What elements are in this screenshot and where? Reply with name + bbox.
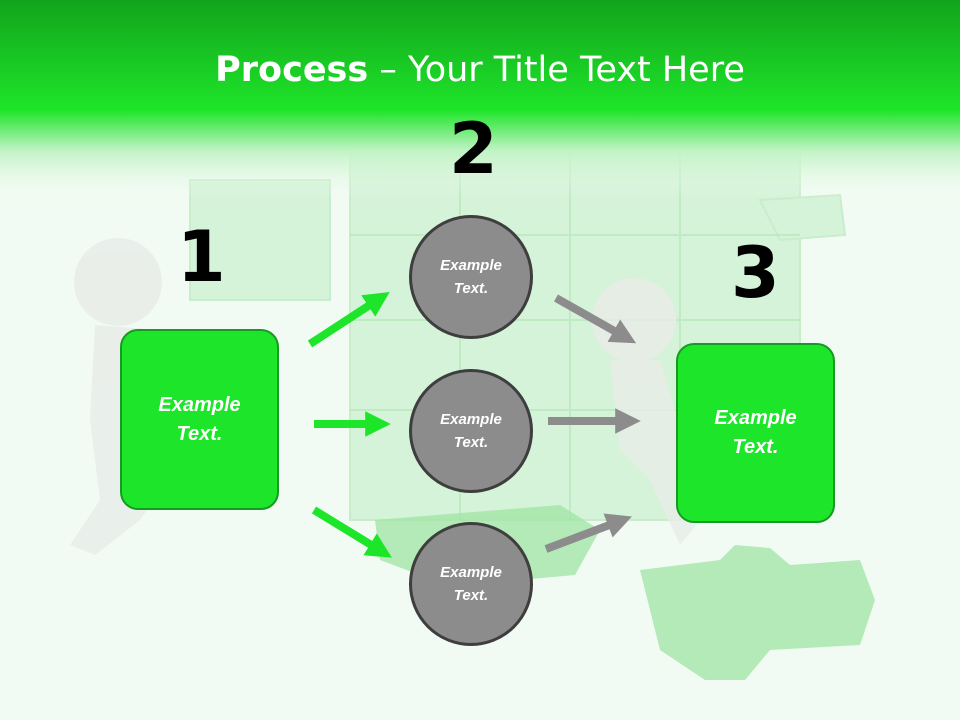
- step-2-circle-1: Example Text.: [409, 215, 533, 339]
- arrows: [307, 292, 641, 558]
- step-2-circle-2-text: Example Text.: [440, 411, 502, 451]
- step-2-circle-3-text: Example Text.: [440, 564, 502, 604]
- step-2-number: 2: [449, 108, 498, 190]
- step-1-number: 1: [177, 216, 226, 298]
- step-3-number: 3: [731, 232, 780, 314]
- title-rest: – Your Title Text Here: [368, 50, 745, 90]
- arrow-1-to-2a: [307, 292, 390, 348]
- step-2-circle-2: Example Text.: [409, 369, 533, 493]
- step-3-box: Example Text.: [676, 343, 835, 523]
- step-1-box: Example Text.: [120, 329, 279, 510]
- step-1-text: Example Text.: [158, 393, 241, 445]
- step-2-circle-3: Example Text.: [409, 522, 533, 646]
- arrow-2c-to-3: [544, 513, 632, 553]
- page-title: Process – Your Title Text Here: [0, 50, 960, 90]
- arrow-2a-to-3: [554, 294, 637, 344]
- arrow-1-to-2c: [311, 506, 392, 558]
- step-3-text: Example Text.: [714, 407, 797, 458]
- step-2-circle-1-text: Example Text.: [440, 257, 502, 297]
- title-bold: Process: [215, 50, 369, 90]
